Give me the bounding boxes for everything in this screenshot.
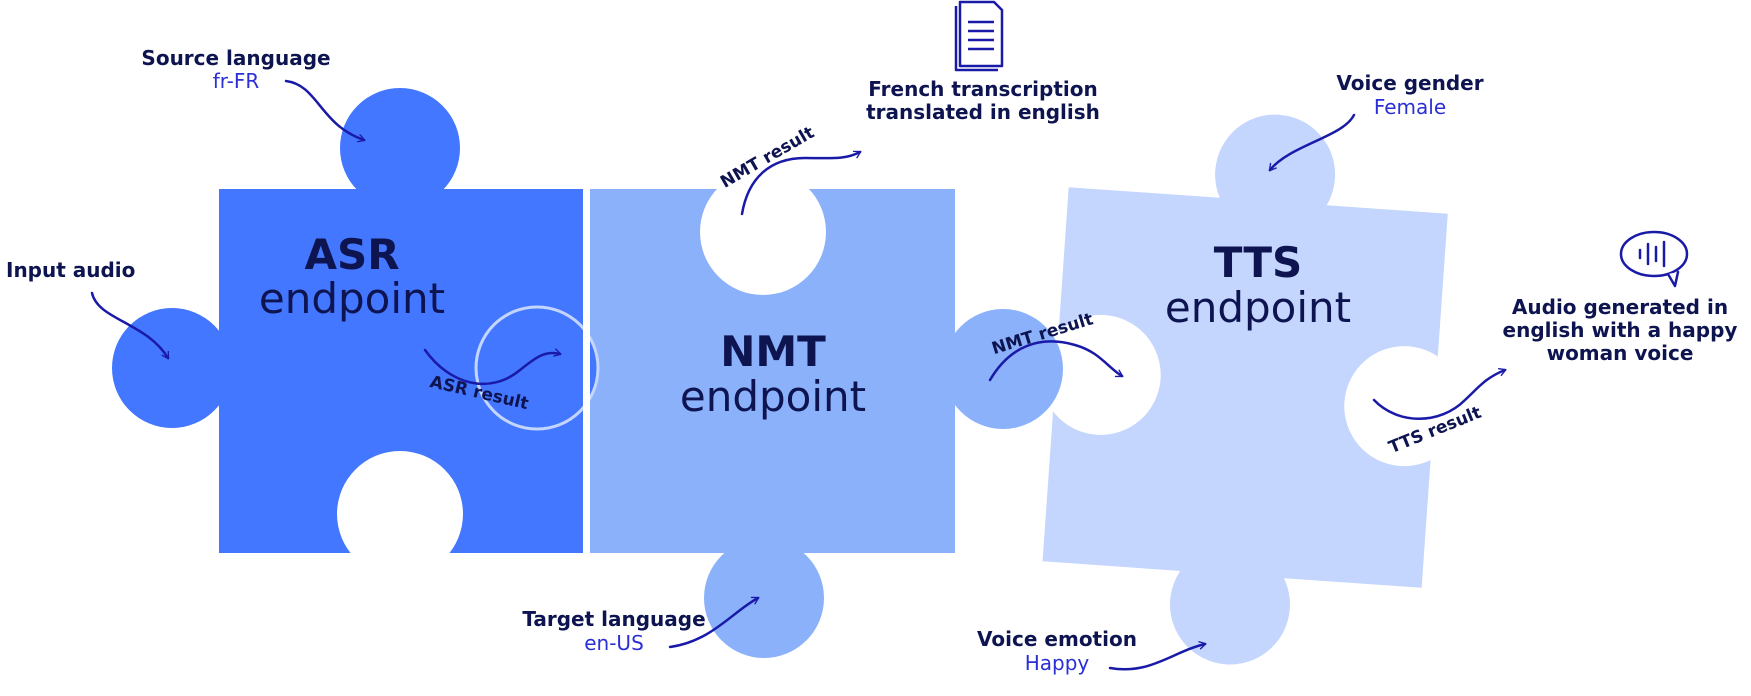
voice-emotion-label: Voice emotion: [977, 627, 1137, 651]
input-audio-label: Input audio: [6, 258, 135, 282]
audio-output-line2: english with a happy: [1503, 318, 1738, 342]
target-language-label: Target language: [522, 607, 705, 631]
nmt-top-arrow: [740, 150, 862, 216]
voice-gender-arrow: [1268, 113, 1356, 172]
nmt-subtitle: endpoint: [680, 372, 866, 421]
tts-subtitle: endpoint: [1165, 283, 1351, 332]
tts-result-arrow: [1372, 367, 1507, 420]
voice-gender-label: Voice gender: [1336, 71, 1483, 95]
source-language-label: Source language: [141, 46, 330, 70]
target-language-value: en-US: [584, 631, 644, 655]
tts-title: TTS: [1214, 238, 1303, 287]
transcription-output-line1: French transcription: [868, 77, 1097, 101]
input-audio-arrow: [90, 291, 170, 360]
asr-subtitle: endpoint: [259, 274, 445, 323]
asr-piece: [112, 88, 600, 633]
nmt-mid-arrow: [988, 340, 1124, 382]
audio-output-line3: woman voice: [1547, 341, 1694, 365]
speech-bubble-audio-icon: [1619, 230, 1689, 288]
voice-gender-value: Female: [1374, 95, 1446, 119]
asr-title: ASR: [304, 230, 399, 279]
nmt-piece: [590, 169, 1063, 658]
source-language-value: fr-FR: [213, 69, 260, 93]
target-language-arrow: [668, 596, 760, 649]
source-language-arrow: [284, 79, 366, 143]
asr-result-arrow: [423, 348, 562, 385]
nmt-title: NMT: [720, 327, 826, 376]
voice-emotion-value: Happy: [1025, 651, 1090, 675]
transcription-output-line2: translated in english: [866, 100, 1100, 124]
audio-output-line1: Audio generated in: [1512, 295, 1728, 319]
voice-emotion-arrow: [1108, 641, 1207, 671]
tts-piece: [1040, 114, 1465, 665]
document-icon: [954, 0, 1004, 72]
